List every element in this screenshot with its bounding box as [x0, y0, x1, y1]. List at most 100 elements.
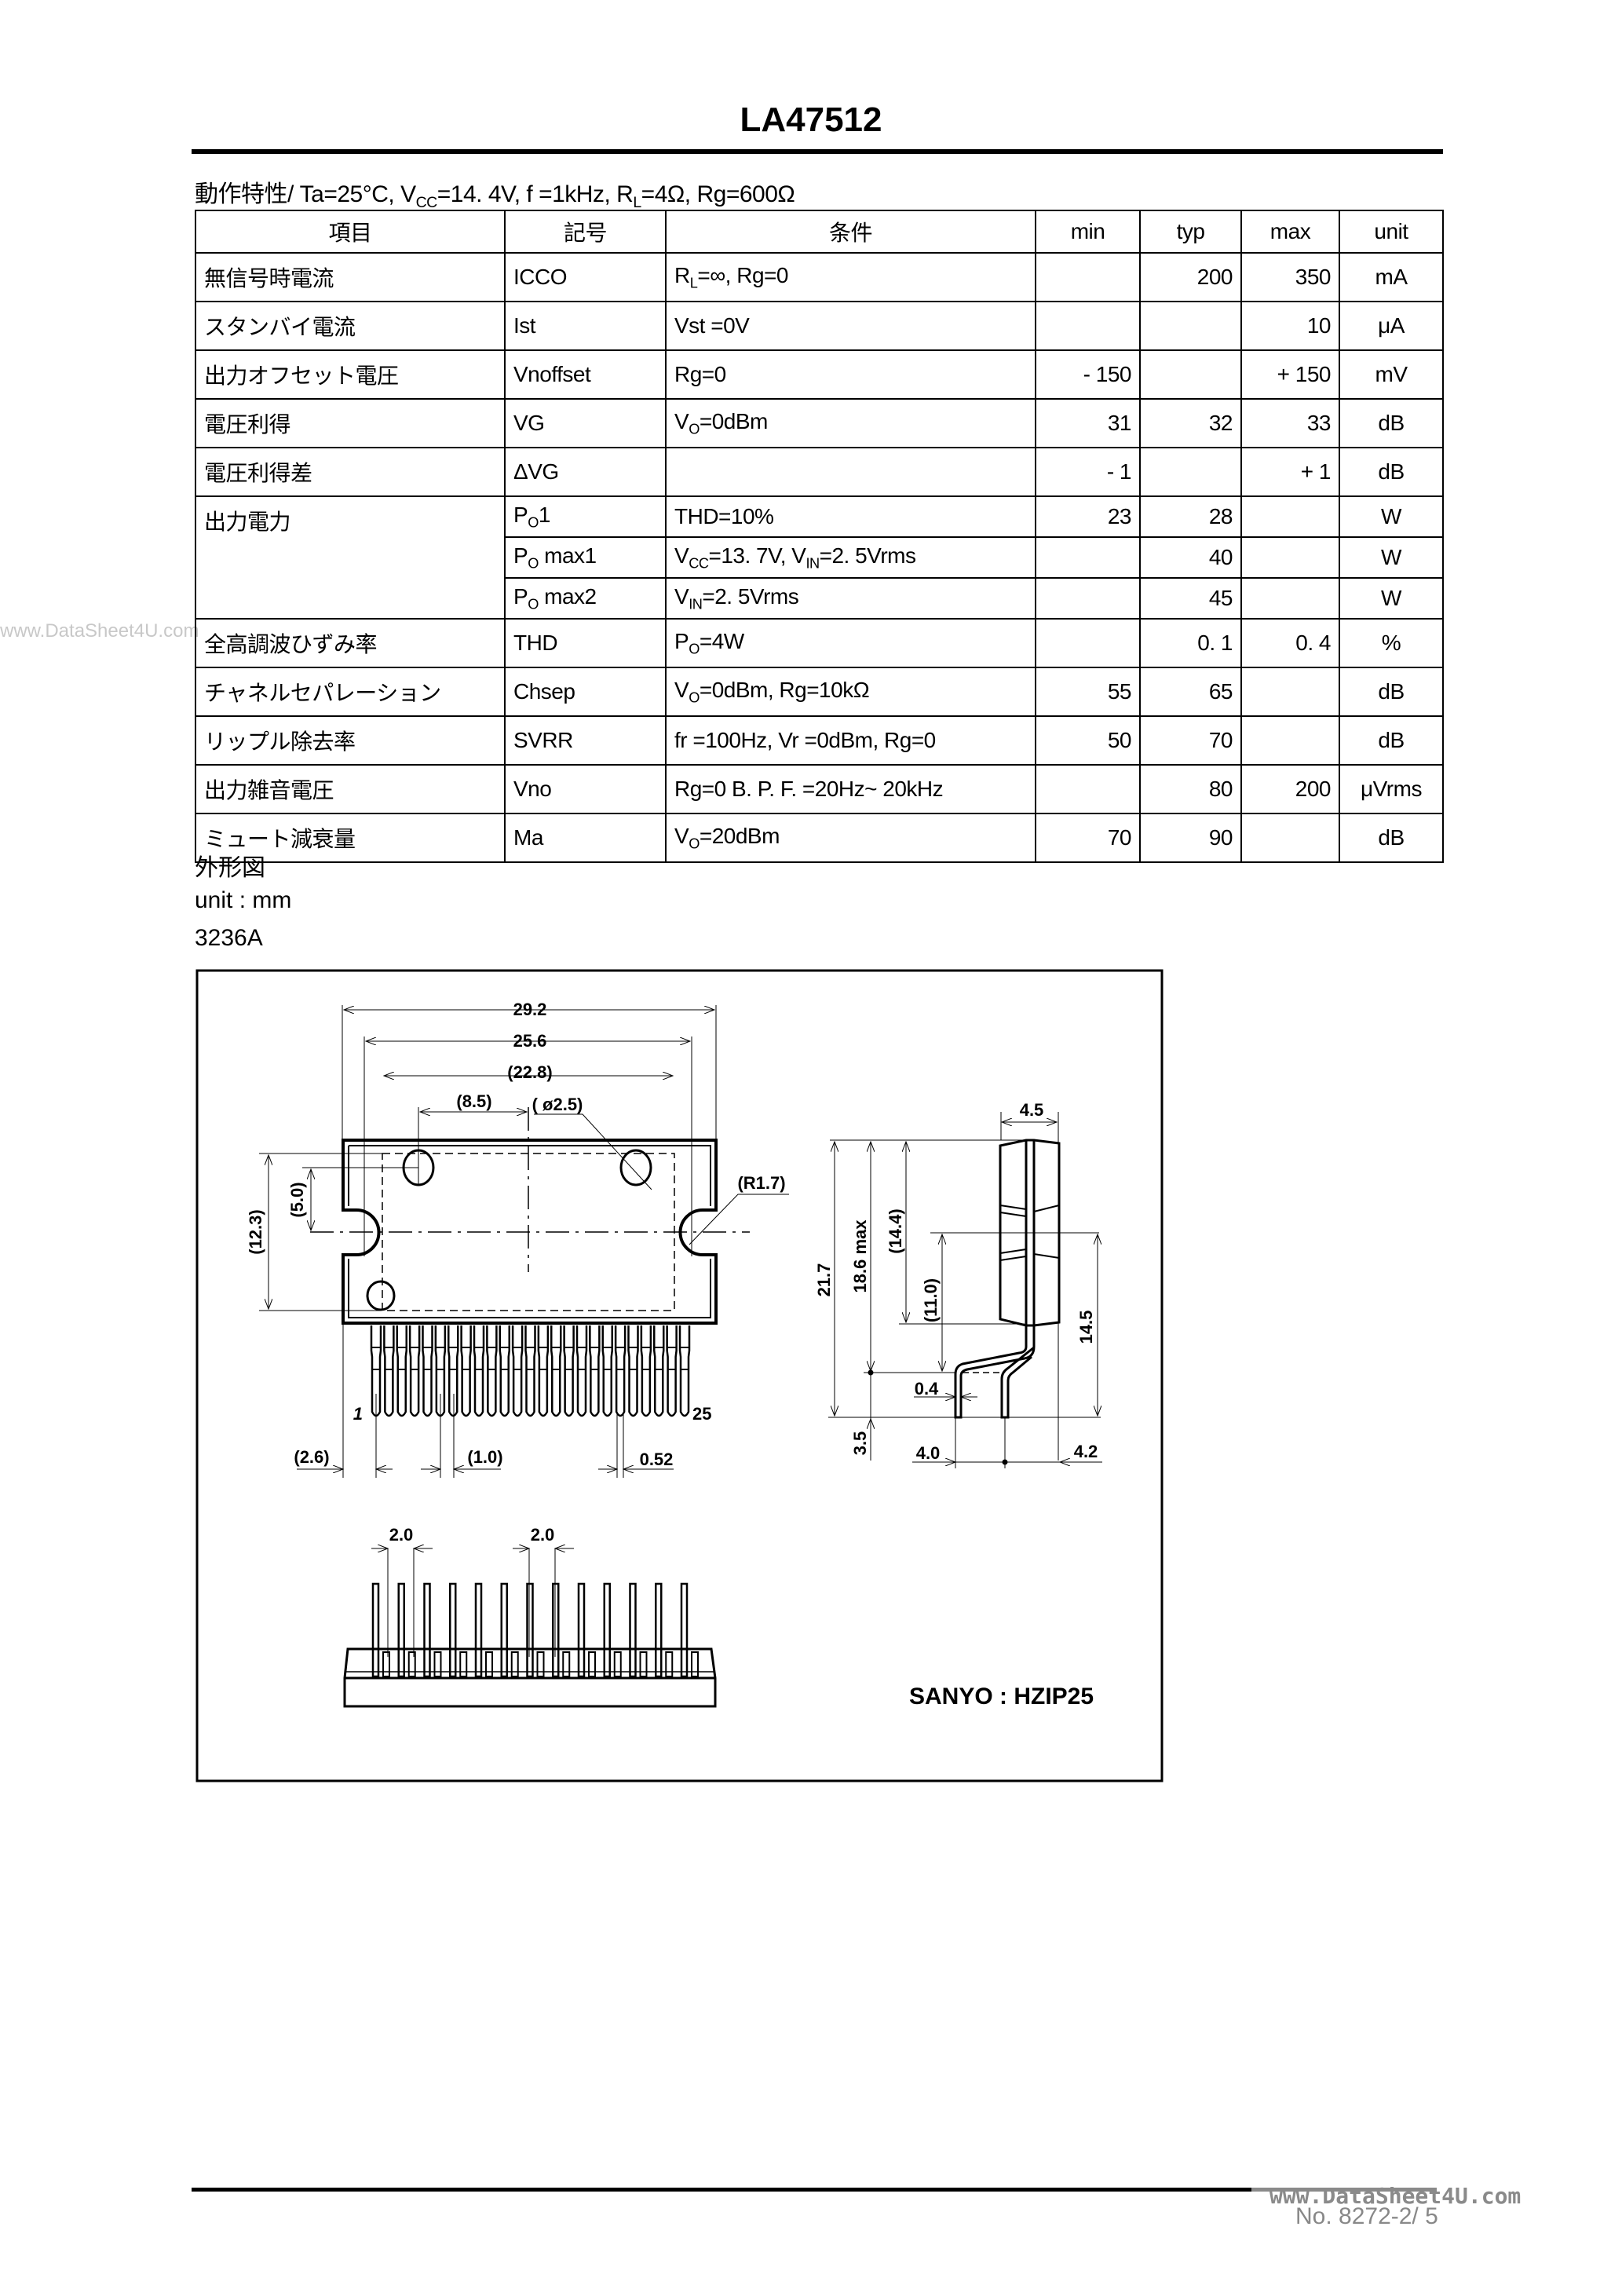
outline-unit: unit : mm [195, 887, 292, 913]
side-body [999, 1139, 1061, 1327]
dim-label: 18.6 max [850, 1219, 870, 1293]
pin-lead [474, 1582, 483, 1678]
outline-heading: 外形図 [195, 855, 265, 881]
lead-bent [954, 1335, 1036, 1419]
cell-max: 350 [1240, 252, 1340, 302]
cell-typ: 90 [1139, 813, 1242, 863]
cell-item: 無信号時電流 [195, 252, 506, 302]
pin-lead-mark [372, 1347, 380, 1370]
subscript: IN [689, 596, 703, 612]
pin-lead-mark [629, 1347, 637, 1370]
pin-lead [383, 1325, 395, 1417]
footer-rule [192, 2188, 1251, 2192]
pin-lead [486, 1325, 498, 1417]
column-header: unit [1339, 210, 1444, 254]
pin-lead [397, 1582, 405, 1678]
dim-label: (5.0) [287, 1182, 307, 1217]
cell-symbol: Vnoffset [504, 349, 667, 400]
cell-min: - 150 [1035, 349, 1141, 400]
watermark-left: www.DataSheet4U.com [0, 620, 199, 642]
cell-unit: dB [1339, 667, 1444, 717]
dim-label: (R1.7) [737, 1173, 785, 1193]
cell-max: + 1 [1240, 447, 1340, 497]
pin-lead-bend [485, 1651, 493, 1677]
cell-symbol: Ma [504, 813, 667, 863]
cell-min [1035, 764, 1141, 814]
cell-min [1035, 577, 1141, 620]
pin-1-label: 1 [353, 1404, 363, 1424]
pin-lead-mark [552, 1347, 561, 1370]
pin-lead [408, 1325, 421, 1417]
pin-lead-mark [641, 1347, 650, 1370]
pin-lead-mark [578, 1347, 586, 1370]
cell-item: 電圧利得 [195, 398, 506, 448]
cell-symbol: Ist [504, 301, 667, 351]
cell-unit: dB [1339, 398, 1444, 448]
cell-typ: 200 [1139, 252, 1242, 302]
cell-typ: 32 [1139, 398, 1242, 448]
pin-lead [460, 1325, 472, 1417]
subscript: O [528, 555, 539, 572]
pin-lead-mark [655, 1347, 663, 1370]
pin-lead [550, 1325, 562, 1417]
pin-25-label: 25 [692, 1404, 711, 1424]
cell-min [1035, 252, 1141, 302]
subscript: O [528, 596, 539, 612]
pin-lead-mark [411, 1347, 419, 1370]
cell-condition: fr =100Hz, Vr =0dBm, Rg=0 [665, 715, 1036, 766]
mounting-hole [619, 1149, 652, 1186]
pin-lead [577, 1582, 586, 1678]
cell-symbol: THD [504, 618, 667, 668]
pin-lead-mark [513, 1347, 522, 1370]
cell-max [1240, 667, 1340, 717]
package-body [342, 1139, 718, 1325]
cell-typ: 80 [1139, 764, 1242, 814]
pin-lead [449, 1582, 457, 1678]
pin-lead-bend [382, 1651, 390, 1677]
subscript: CC [415, 193, 438, 211]
subscript: O [689, 641, 700, 657]
dim-label: 14.5 [1076, 1311, 1096, 1344]
cell-max: 200 [1240, 764, 1340, 814]
cell-condition: THD=10% [665, 495, 1036, 538]
side-view [828, 1112, 1102, 1468]
cell-unit: mA [1339, 252, 1444, 302]
cell-item: 出力オフセット電圧 [195, 349, 506, 400]
pin-lead [575, 1325, 588, 1417]
column-header: 条件 [665, 210, 1036, 254]
pin-lead-mark [500, 1347, 509, 1370]
bottom-view [343, 1548, 717, 1708]
dim-label: (8.5) [456, 1091, 491, 1111]
pin-lead [524, 1325, 536, 1417]
pin-lead-bend [536, 1651, 545, 1677]
cell-min: 70 [1035, 813, 1141, 863]
column-header: max [1240, 210, 1340, 254]
pin-lead-mark [667, 1347, 676, 1370]
cell-symbol: PO1 [504, 495, 667, 538]
cell-max [1240, 495, 1340, 538]
cell-item: 出力電力 [195, 495, 506, 620]
package-body-inner [348, 1145, 711, 1318]
dim-label: 4.0 [916, 1443, 941, 1463]
mounting-hole [366, 1280, 396, 1311]
pin-lead-mark [539, 1347, 547, 1370]
pin-lead [666, 1325, 678, 1417]
dim-label: 2.0 [531, 1525, 555, 1545]
cell-symbol: ΔVG [504, 447, 667, 497]
dim-label: ( ø2.5) [532, 1095, 583, 1114]
cell-symbol: PO max2 [504, 577, 667, 620]
pin-lead-mark [397, 1347, 406, 1370]
cell-max [1240, 536, 1340, 579]
dim-label: (1.0) [467, 1447, 502, 1467]
cell-item: ミュート減衰量 [195, 813, 506, 863]
cell-symbol: VG [504, 398, 667, 448]
cell-unit: W [1339, 577, 1444, 620]
cell-typ: 28 [1139, 495, 1242, 538]
cell-item: 全高調波ひずみ率 [195, 618, 506, 668]
dim-label: 3.5 [850, 1431, 870, 1456]
dim-label: (22.8) [507, 1062, 552, 1082]
